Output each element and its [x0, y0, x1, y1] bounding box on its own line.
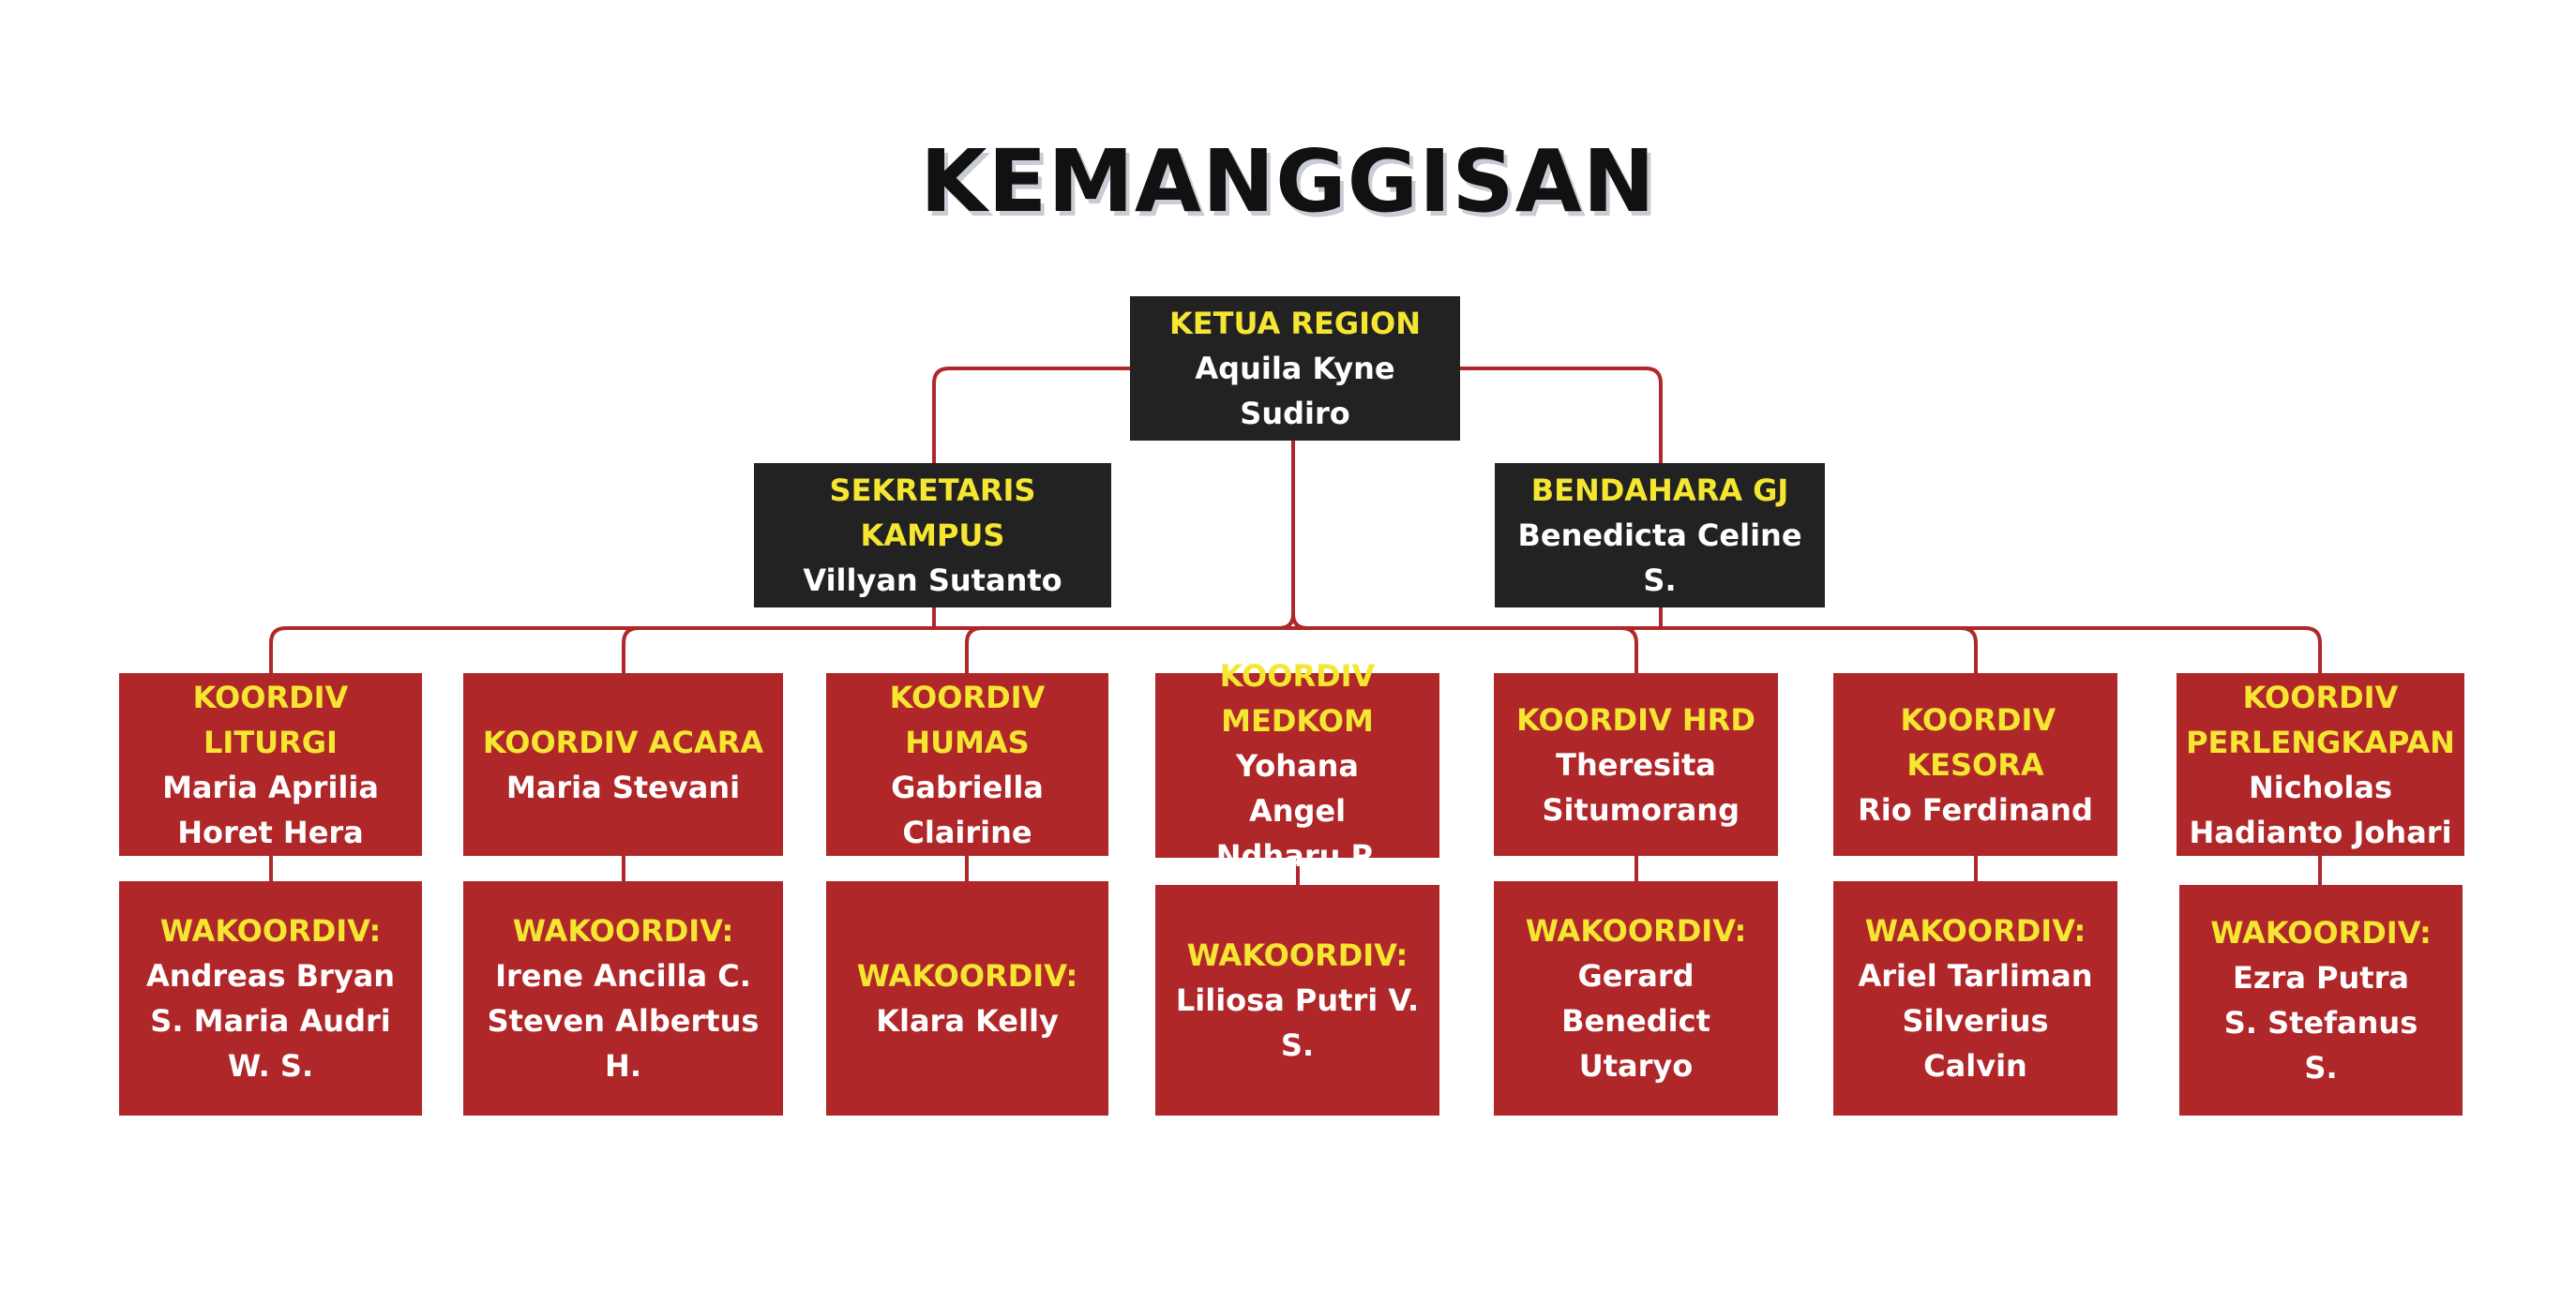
koordiv-perlengkapan-box: KOORDIV PERLENGKAPAN Nicholas Hadianto J…	[2177, 673, 2464, 856]
koordiv-kesora-box: KOORDIV KESORA Rio Ferdinand	[1833, 673, 2117, 856]
wakoordiv-role: WAKOORDIV:	[1525, 913, 1747, 949]
connector-top-trunk-left	[1278, 613, 1295, 630]
sekretaris-box: SEKRETARIS KAMPUS Villyan Sutanto	[754, 463, 1111, 607]
bendahara-box: BENDAHARA GJ Benedicta Celine S.	[1495, 463, 1825, 607]
koordiv-hrd-box: KOORDIV HRD Theresita Situmorang	[1494, 673, 1778, 856]
koordiv-acara-box: KOORDIV ACARA Maria Stevani	[463, 673, 783, 856]
ketua-region-box: KETUA REGION Aquila Kyne Sudiro	[1130, 296, 1460, 441]
koordiv-role: KOORDIV KESORA	[1900, 701, 2056, 783]
wakoordiv-humas-box: WAKOORDIV: Klara Kelly	[826, 881, 1108, 1116]
koordiv-role: KOORDIV HRD	[1516, 701, 1755, 738]
wakoordiv-liturgi-box: WAKOORDIV: Andreas Bryan S. Maria Audri …	[119, 881, 422, 1116]
koordiv-name: Rio Ferdinand	[1858, 791, 2093, 828]
koordiv-role: KOORDIV LITURGI	[192, 679, 349, 760]
ketua-region-role: KETUA REGION	[1168, 306, 1422, 341]
wakoordiv-role: WAKOORDIV:	[2210, 915, 2432, 951]
koordiv-name: Maria Stevani	[505, 769, 741, 805]
connector-bus-humas	[965, 626, 983, 673]
koordiv-name: Theresita Situmorang	[1542, 746, 1740, 828]
connector-bus-perlengkapan	[2304, 626, 2322, 673]
wakoordiv-names: Liliosa Putri V. S.	[1175, 982, 1420, 1063]
connector-bus-acara	[622, 626, 640, 673]
wakoordiv-names: Irene Ancilla C. Steven Albertus H.	[487, 958, 760, 1084]
bendahara-role: BENDAHARA GJ	[1530, 472, 1789, 508]
wakoordiv-acara-box: WAKOORDIV: Irene Ancilla C. Steven Alber…	[463, 881, 783, 1116]
wakoordiv-names: Andreas Bryan S. Maria Audri W. S.	[145, 958, 396, 1084]
koordiv-role: KOORDIV PERLENGKAPAN	[2186, 679, 2455, 760]
bendahara-name: Benedicta Celine S.	[1517, 517, 1802, 598]
wakoordiv-names: Gerard Benedict Utaryo	[1561, 958, 1710, 1084]
koordiv-liturgi-box: KOORDIV LITURGI Maria Aprilia Horet Hera	[119, 673, 422, 856]
sekretaris-role: SEKRETARIS KAMPUS	[829, 472, 1036, 553]
wakoordiv-role: WAKOORDIV:	[1864, 913, 2086, 949]
sekretaris-name: Villyan Sutanto	[803, 562, 1062, 598]
connector-bus-kesora	[1960, 626, 1978, 673]
wakoordiv-role: WAKOORDIV:	[1186, 937, 1409, 973]
koordiv-medkom-box: KOORDIV MEDKOM Yohana Angel Ndharu P.	[1155, 658, 1439, 874]
koordiv-role: KOORDIV ACARA	[482, 724, 764, 760]
connector-top-treasurer	[1456, 367, 1663, 464]
wakoordiv-hrd-box: WAKOORDIV: Gerard Benedict Utaryo	[1494, 881, 1778, 1116]
wakoordiv-names: Ariel Tarliman Silverius Calvin	[1858, 958, 2093, 1084]
wakoordiv-medkom-box: WAKOORDIV: Liliosa Putri V. S.	[1155, 885, 1439, 1116]
koordiv-role: KOORDIV HUMAS	[889, 679, 1046, 760]
koordiv-name: Yohana Angel Ndharu P.	[1215, 747, 1379, 874]
connector-bus-hrd	[1620, 626, 1638, 673]
wakoordiv-names: Ezra Putra S. Stefanus S.	[2223, 960, 2418, 1086]
wakoordiv-kesora-box: WAKOORDIV: Ariel Tarliman Silverius Calv…	[1833, 881, 2117, 1116]
koordiv-name: Maria Aprilia Horet Hera	[162, 769, 379, 850]
wakoordiv-perlengkapan-box: WAKOORDIV: Ezra Putra S. Stefanus S.	[2179, 885, 2463, 1116]
wakoordiv-role: WAKOORDIV:	[512, 913, 734, 949]
connector-bus-liturgi	[269, 626, 287, 673]
koordiv-name: Gabriella Clairine	[891, 769, 1044, 850]
koordiv-name: Nicholas Hadianto Johari	[2189, 769, 2452, 850]
wakoordiv-names: Klara Kelly	[876, 1003, 1059, 1039]
ketua-region-name: Aquila Kyne Sudiro	[1195, 351, 1395, 431]
wakoordiv-role: WAKOORDIV:	[159, 913, 382, 949]
koordiv-humas-box: KOORDIV HUMAS Gabriella Clairine	[826, 673, 1108, 856]
chart-title: KEMANGGISAN	[920, 131, 1656, 232]
koordiv-role: KOORDIV MEDKOM	[1219, 657, 1376, 739]
wakoordiv-role: WAKOORDIV:	[856, 958, 1078, 994]
connector-top-trunk	[1291, 441, 1308, 630]
connector-top-secretary	[932, 367, 1130, 464]
